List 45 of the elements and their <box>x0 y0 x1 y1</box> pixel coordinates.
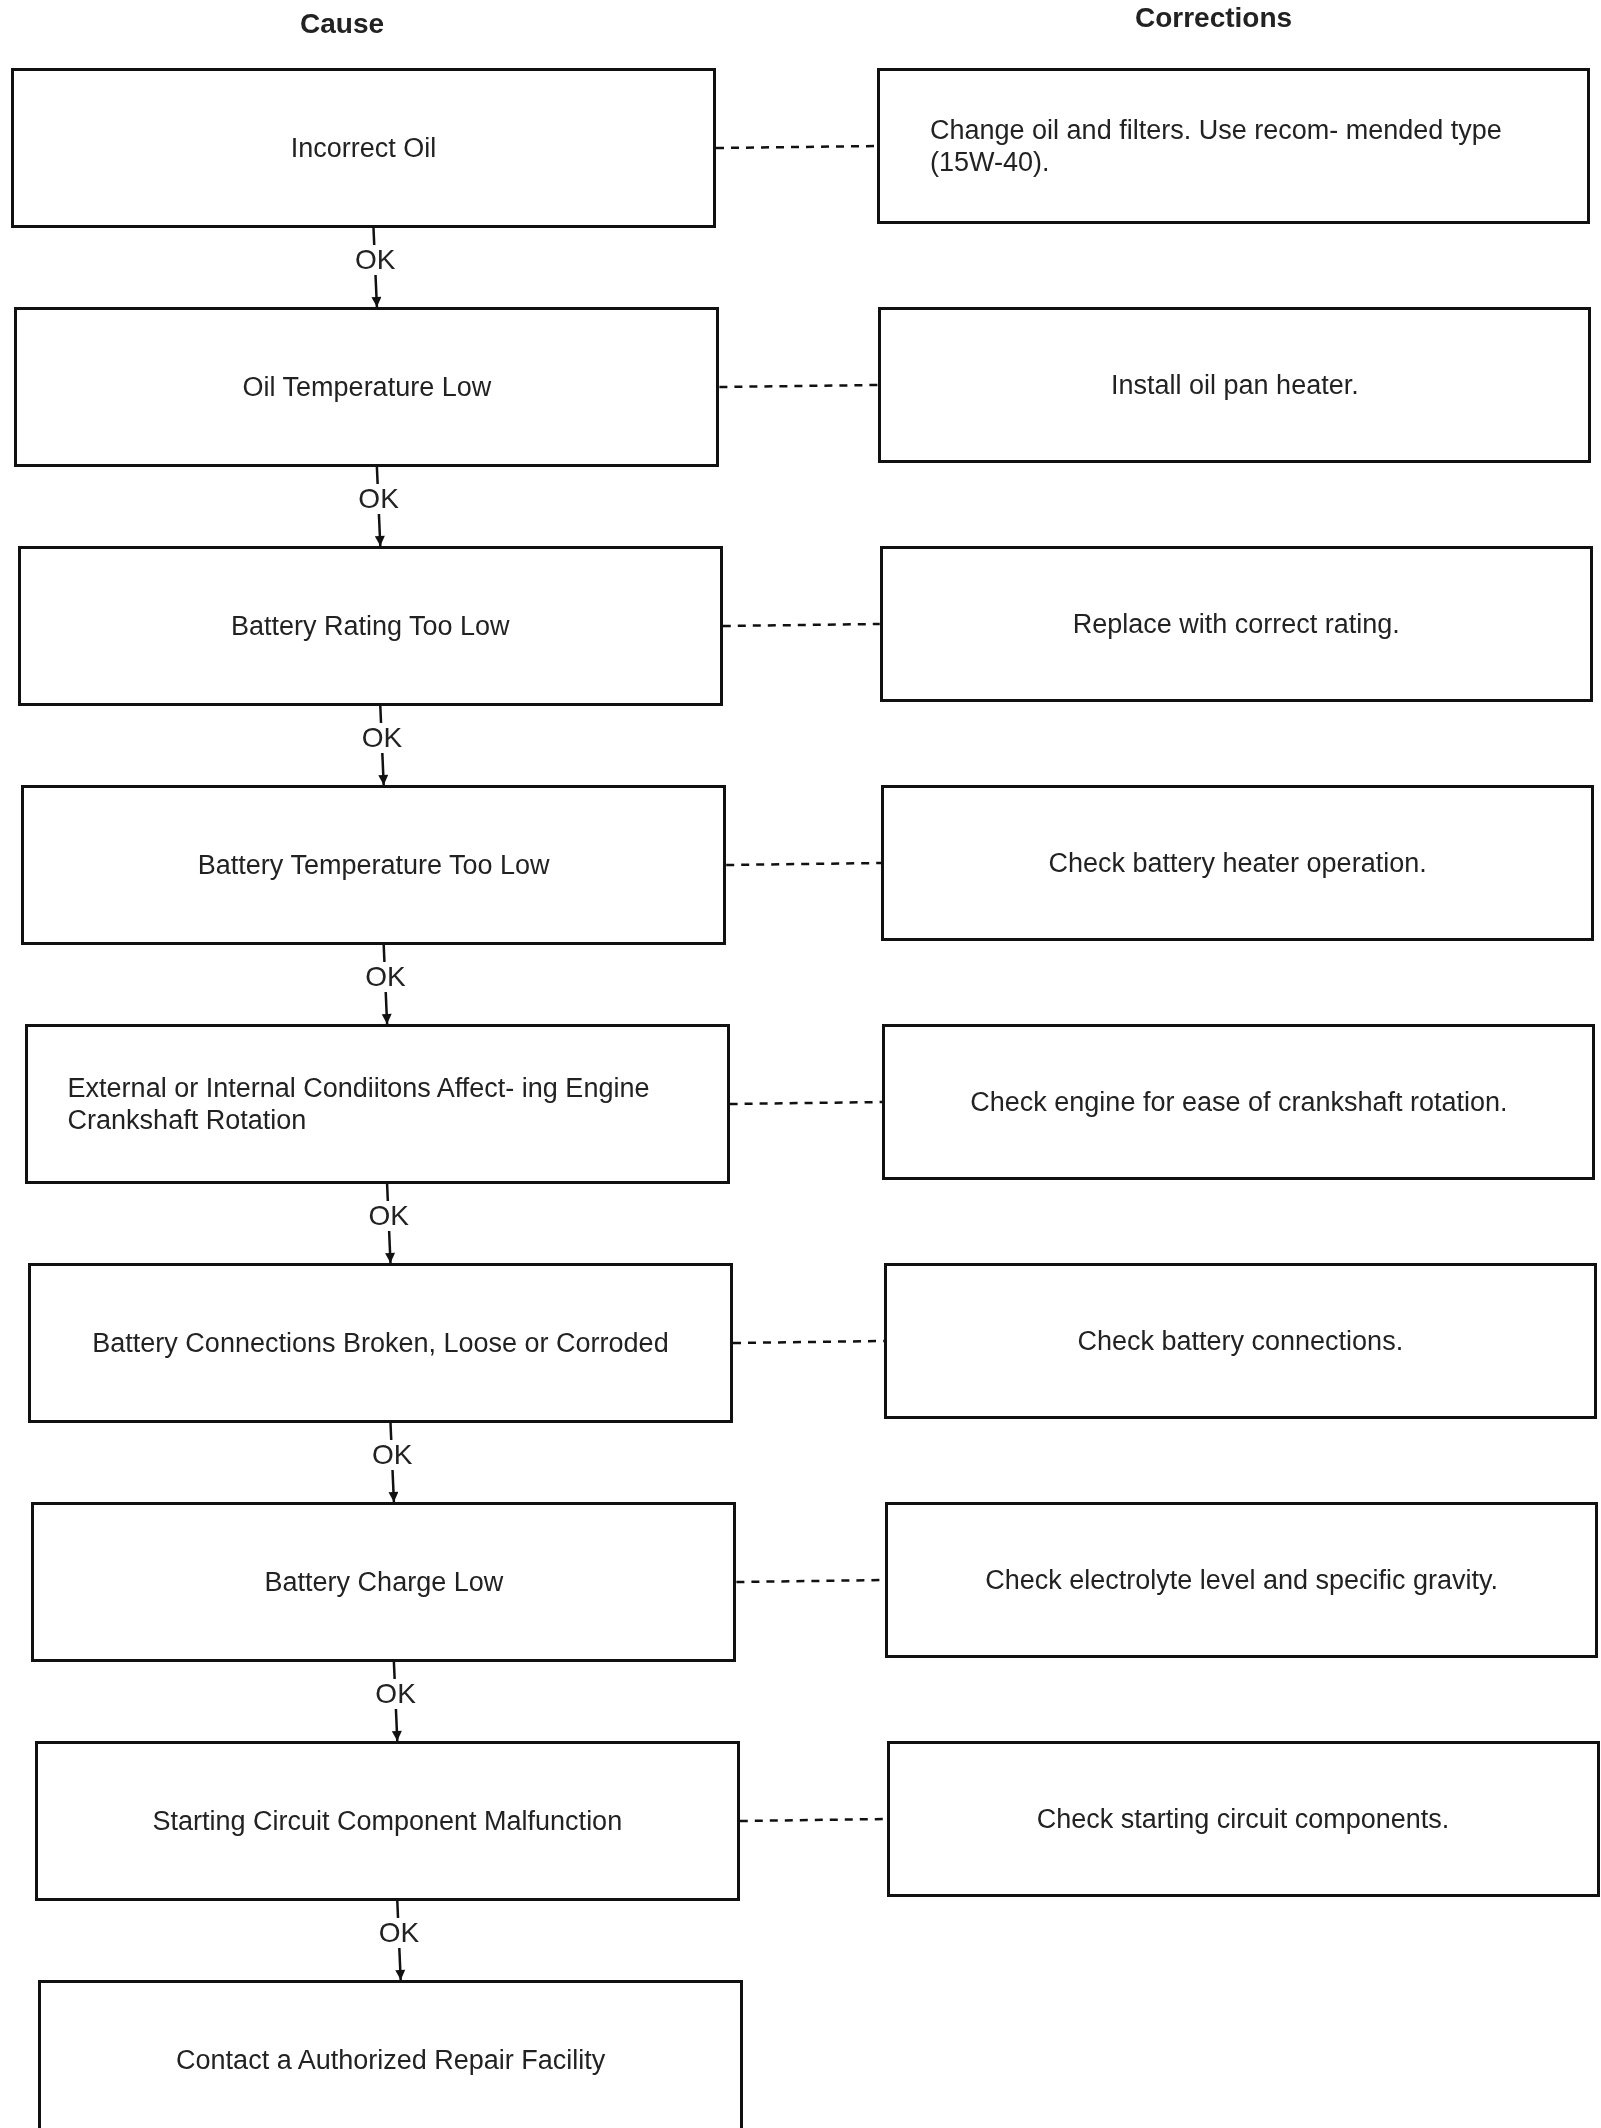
node-text: Battery Charge Low <box>264 1565 504 1599</box>
correction-box <box>883 1263 1597 1419</box>
cause-box <box>21 785 727 945</box>
node-text: Change oil and filters. Use recom- mended type (15W-40). <box>930 113 1503 179</box>
edge-label: OK <box>373 1678 418 1709</box>
dashed-connector <box>722 622 880 628</box>
edge-label: OK <box>363 961 408 992</box>
correction-box <box>882 1024 1596 1180</box>
dashed-connector <box>726 861 882 867</box>
dashed-connector <box>719 383 879 389</box>
cause-box <box>14 307 720 467</box>
correction-box <box>885 1502 1599 1658</box>
column-heading: Corrections <box>1135 2 1293 34</box>
edge-label: OK <box>356 483 401 514</box>
node-text: Check engine for ease of crankshaft rotation. <box>970 1085 1508 1119</box>
column-heading: Cause <box>300 8 385 40</box>
node-text: Check electrolyte level and specific gravity. <box>985 1563 1498 1597</box>
edge-label: OK <box>366 1200 412 1231</box>
node-text: Incorrect Oil <box>290 131 437 165</box>
node-text: Check battery heater operation. <box>1048 846 1427 880</box>
node-text: Install oil pan heater. <box>1111 368 1359 402</box>
cause-box <box>38 1980 744 2128</box>
node-text: Battery Rating Too Low <box>230 609 510 643</box>
correction-box <box>877 68 1590 224</box>
node-text: External or Internal Condiitons Affect- ing Engine Crankshaft Rotation <box>67 1071 651 1137</box>
cause-box <box>17 546 723 706</box>
node-text: Battery Temperature Too Low <box>197 848 550 882</box>
dashed-connector <box>716 144 877 150</box>
node-text: Check starting circuit components. <box>1036 1802 1450 1836</box>
node-text: Oil Temperature Low <box>242 370 492 404</box>
node-text: Check battery connections. <box>1077 1324 1404 1358</box>
dashed-connector <box>729 1100 883 1106</box>
cause-box <box>34 1741 740 1901</box>
cause-box <box>28 1263 733 1423</box>
correction-box <box>878 307 1592 463</box>
node-text: Contact a Authorized Repair Facility <box>176 2043 606 2077</box>
correction-box <box>881 785 1595 941</box>
correction-box <box>879 546 1593 702</box>
cause-box <box>24 1024 730 1184</box>
node-text: Replace with correct rating. <box>1072 607 1400 641</box>
cause-box <box>31 1502 737 1662</box>
node-text: Starting Circuit Component Malfunction <box>152 1804 623 1838</box>
node-text: Battery Connections Broken, Loose or Corroded <box>92 1326 669 1360</box>
correction-box <box>886 1741 1600 1897</box>
cause-box <box>11 68 716 228</box>
